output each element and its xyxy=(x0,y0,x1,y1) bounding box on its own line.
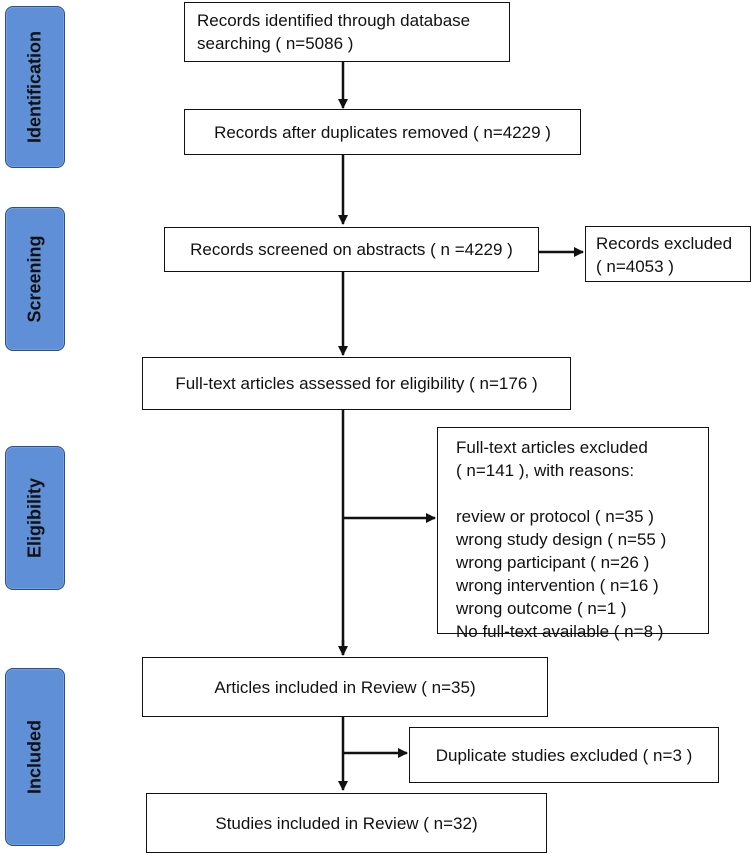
records-identified-box: Records identified through database sear… xyxy=(184,2,510,62)
studies-included-text: Studies included in Review ( n=32) xyxy=(215,813,478,833)
records-after-duplicates-text: Records after duplicates removed ( n=422… xyxy=(214,122,551,142)
duplicate-studies-excluded-text: Duplicate studies excluded ( n=3 ) xyxy=(435,745,693,765)
records-excluded-line2: ( n=4053 ) xyxy=(596,257,674,276)
records-identified-line2: searching ( n=5086 ) xyxy=(197,34,354,53)
stage-screening-label: Screening xyxy=(24,235,45,323)
stage-eligibility: Eligibility xyxy=(5,446,65,590)
duplicate-studies-excluded-box: Duplicate studies excluded ( n=3 ) xyxy=(409,727,719,783)
exclusion-reason: review or protocol ( n=35 ) xyxy=(456,507,654,526)
articles-included-box: Articles included in Review ( n=35) xyxy=(142,657,548,717)
articles-included-text: Articles included in Review ( n=35) xyxy=(214,677,476,697)
records-screened-text: Records screened on abstracts ( n =4229 … xyxy=(190,240,513,259)
records-screened-box: Records screened on abstracts ( n =4229 … xyxy=(164,227,539,272)
exclusion-reason: No full-text available ( n=8 ) xyxy=(456,622,664,641)
stage-identification-label: Identification xyxy=(24,31,45,143)
fulltext-excluded-header-line1: Full-text articles excluded xyxy=(456,438,648,457)
records-after-duplicates-box: Records after duplicates removed ( n=422… xyxy=(184,109,581,155)
fulltext-excluded-box: Full-text articles excluded ( n=141 ), w… xyxy=(437,427,709,641)
records-identified-line1: Records identified through database xyxy=(197,11,471,30)
fulltext-excluded-header-line2: ( n=141 ), with reasons: xyxy=(456,461,635,480)
stage-identification: Identification xyxy=(5,6,65,168)
studies-included-box: Studies included in Review ( n=32) xyxy=(146,793,547,853)
exclusion-reason: wrong study design ( n=55 ) xyxy=(456,530,667,549)
stage-eligibility-label: Eligibility xyxy=(24,477,45,559)
fulltext-assessed-text: Full-text articles assessed for eligibil… xyxy=(175,374,538,393)
fulltext-assessed-box: Full-text articles assessed for eligibil… xyxy=(142,357,571,410)
exclusion-reason: wrong participant ( n=26 ) xyxy=(456,553,650,572)
exclusion-reason: wrong outcome ( n=1 ) xyxy=(456,599,627,618)
records-excluded-box: Records excluded ( n=4053 ) xyxy=(585,226,751,282)
records-excluded-line1: Records excluded xyxy=(596,234,733,253)
stage-included: Included xyxy=(5,668,65,846)
exclusion-reason: wrong intervention ( n=16 ) xyxy=(456,576,659,595)
stage-screening: Screening xyxy=(5,207,65,351)
stage-included-label: Included xyxy=(24,719,45,795)
